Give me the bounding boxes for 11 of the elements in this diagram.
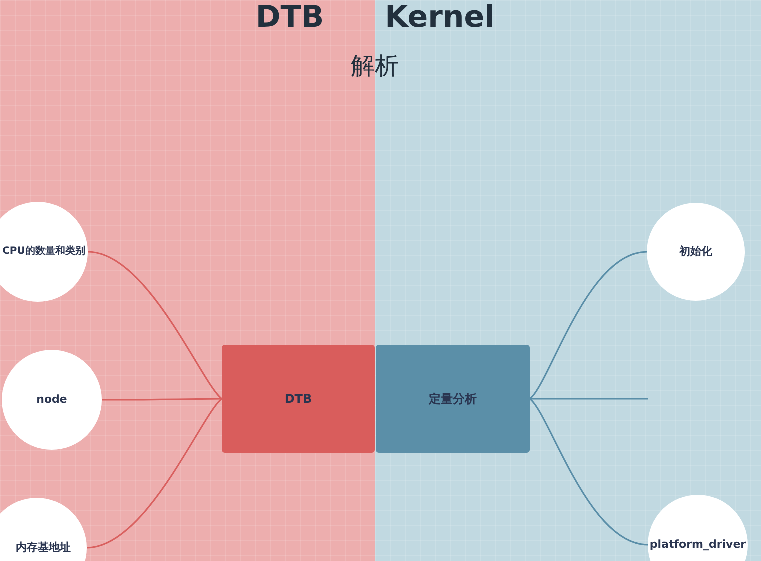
- connector-line: [102, 398, 222, 401]
- topic-box: DTB: [222, 345, 375, 453]
- connector-line: [86, 398, 223, 549]
- connector-line: [88, 251, 223, 400]
- connector-line: [529, 398, 648, 546]
- connector-line: [530, 398, 648, 400]
- heading: DTB: [256, 0, 324, 35]
- heading: Kernel: [385, 0, 495, 35]
- topic-box: 定量分析: [376, 345, 530, 453]
- subheading: 解析: [351, 51, 399, 82]
- connector-line: [529, 251, 648, 400]
